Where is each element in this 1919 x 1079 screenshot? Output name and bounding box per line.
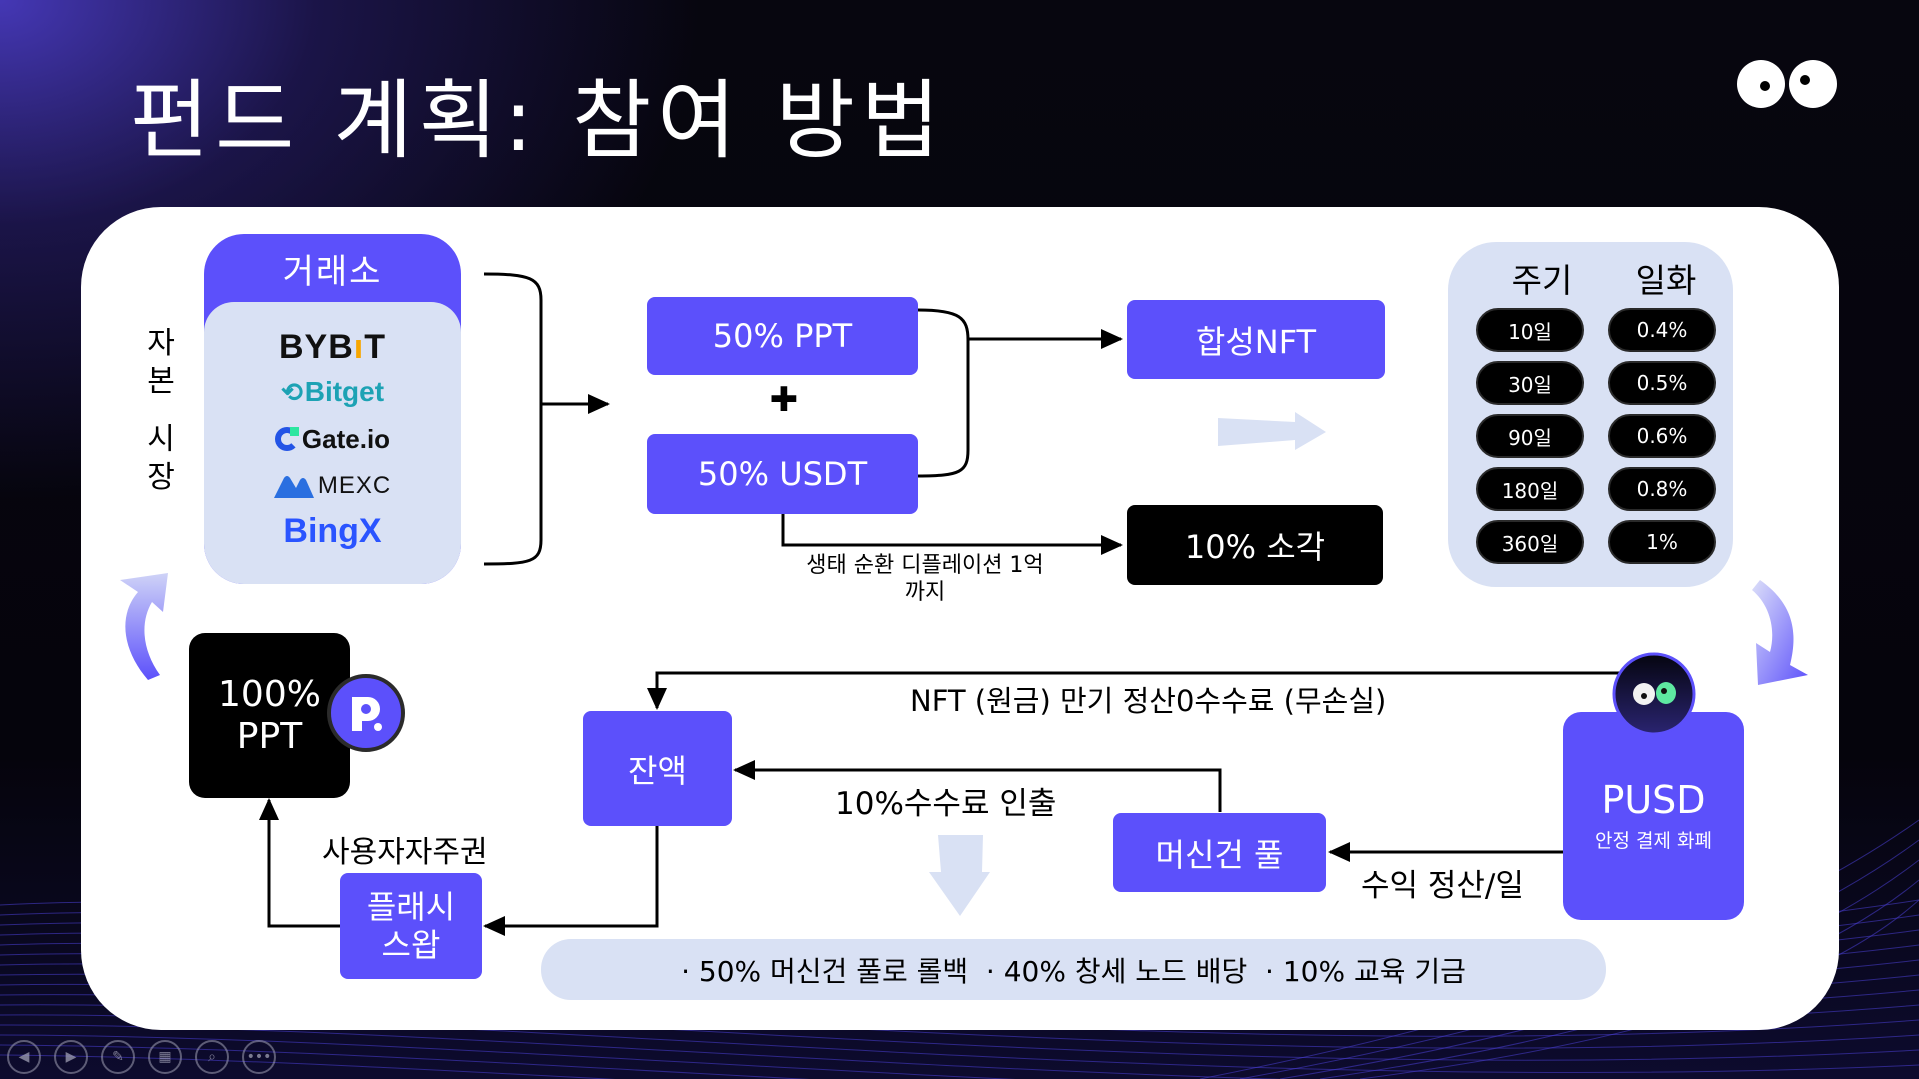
flash-swap-line1: 플래시 [366, 888, 456, 926]
yield-period-pill[interactable]: 30일 [1476, 361, 1584, 405]
yield-table-row: 90일 0.6% [1476, 414, 1716, 458]
yield-daily-pill[interactable]: 0.5% [1608, 361, 1716, 405]
ppt-share-box[interactable]: 50% PPT [647, 297, 918, 375]
yield-table-row: 360일 1% [1476, 520, 1716, 564]
full-ppt-line2: PPT [236, 715, 303, 757]
yield-period-pill[interactable]: 10일 [1476, 308, 1584, 352]
flash-swap-box[interactable]: 플래시 스왑 [340, 873, 482, 979]
yield-period-pill[interactable]: 360일 [1476, 520, 1584, 564]
yield-table-row: 10일 0.4% [1476, 308, 1716, 352]
exchange-bybit-label: BYBıT [278, 327, 387, 366]
exchange-bybit: BYBıT [204, 324, 461, 370]
capital-market-char: 자 [147, 326, 175, 361]
pusd-eyes-avatar-icon [1612, 652, 1696, 736]
exchange-bitget-label: Bitget [304, 376, 385, 407]
slides-grid-icon: ▦ [158, 1049, 172, 1065]
exchange-bitget: ⟲ Bitget [204, 370, 461, 414]
pen-button[interactable]: ✎ [101, 1040, 135, 1074]
slides-overview-button[interactable]: ▦ [148, 1040, 182, 1074]
pusd-name: PUSD [1601, 778, 1706, 822]
mexc-icon [273, 476, 314, 498]
burn-note: 생태 순환 디플레이션 1억 까지 [770, 552, 1080, 606]
pen-icon: ✎ [112, 1049, 124, 1065]
exchange-bingx-label: BingX [283, 511, 382, 550]
distribution-bar: · 50% 머신건 풀로 롤백 · 40% 창세 노드 배당 · 10% 교육 … [541, 939, 1606, 1000]
exchange-mexc-label: MEXC [317, 472, 392, 499]
full-ppt-line1: 100% [218, 673, 321, 715]
yield-period-pill[interactable]: 90일 [1476, 414, 1584, 458]
triangle-left-icon: ◀ [18, 1049, 30, 1065]
balance-box[interactable]: 잔액 [583, 711, 732, 826]
withdraw-label: 10%수수료 인출 [835, 786, 1057, 822]
distribution-text: · 50% 머신건 풀로 롤백 · 40% 창세 노드 배당 · 10% 교육 … [681, 954, 1466, 988]
yield-table-header-daily: 일화 [1635, 261, 1697, 300]
yield-table-rows: 10일 0.4% 30일 0.5% 90일 0.6% 180일 0.8% 360일 1% [1476, 308, 1716, 573]
burn-note-line2: 까지 [904, 580, 946, 605]
yield-table-row: 180일 0.8% [1476, 467, 1716, 511]
income-label: 수익 정산/일 [1361, 868, 1524, 904]
zoom-button[interactable]: ⌕ [195, 1040, 229, 1074]
capital-market-char: 장 [147, 460, 175, 495]
yield-period-pill[interactable]: 180일 [1476, 467, 1584, 511]
exchange-card-header: 거래소 [282, 251, 383, 292]
bybit-accent: ı [353, 327, 365, 366]
exchange-bingx: BingX [204, 508, 461, 554]
ppt-token-icon [327, 674, 405, 752]
machine-pool-box[interactable]: 머신건 풀 [1113, 813, 1326, 892]
yield-daily-pill[interactable]: 0.4% [1608, 308, 1716, 352]
bitget-icon: ⟲ [280, 376, 303, 407]
triangle-right-icon: ▶ [65, 1049, 77, 1065]
exchange-mexc: MEXC [204, 464, 461, 508]
previous-slide-button[interactable]: ◀ [7, 1040, 41, 1074]
flash-swap-line2: 스왑 [381, 926, 441, 964]
capital-market-char: 시 [147, 422, 175, 457]
yield-table-row: 30일 0.5% [1476, 361, 1716, 405]
exchange-gateio: Gate.io [204, 414, 461, 464]
synthetic-nft-box[interactable]: 합성NFT [1127, 300, 1385, 379]
exchange-gateio-label: Gate.io [301, 423, 391, 454]
full-ppt-box[interactable]: 100% PPT [189, 633, 350, 798]
yield-table-header-period: 주기 [1511, 261, 1573, 300]
yield-daily-pill[interactable]: 1% [1608, 520, 1716, 564]
pusd-card[interactable]: PUSD 안정 결제 화폐 [1563, 712, 1744, 920]
burn-box[interactable]: 10% 소각 [1127, 505, 1383, 585]
usdt-share-box[interactable]: 50% USDT [647, 434, 918, 514]
yield-daily-pill[interactable]: 0.8% [1608, 467, 1716, 511]
capital-market-label: 자 본 시 장 [146, 325, 176, 497]
next-slide-button[interactable]: ▶ [54, 1040, 88, 1074]
pusd-subtitle: 안정 결제 화폐 [1595, 830, 1712, 852]
exchange-list: BYBıT ⟲ Bitget Gate.io MEXC BingX [204, 302, 461, 584]
maturity-label: NFT (원금) 만기 정산0수수료 (무손실) [910, 684, 1387, 718]
gateio-icon [274, 427, 299, 451]
eyes-logo-icon [1737, 60, 1837, 108]
capital-market-char: 본 [147, 364, 175, 399]
ellipsis-icon: ••• [246, 1049, 272, 1065]
exchange-card: 거래소 BYBıT ⟲ Bitget Gate.io MEXC BingX [204, 234, 461, 584]
magnifier-icon: ⌕ [208, 1049, 216, 1065]
more-options-button[interactable]: ••• [242, 1040, 276, 1074]
burn-note-line1: 생태 순환 디플레이션 1억 [806, 553, 1044, 578]
plus-icon: ✚ [769, 380, 799, 420]
yield-daily-pill[interactable]: 0.6% [1608, 414, 1716, 458]
sovereignty-label: 사용자자주권 [322, 835, 488, 870]
page-title: 펀드 계획: 참여 방법 [130, 71, 946, 171]
